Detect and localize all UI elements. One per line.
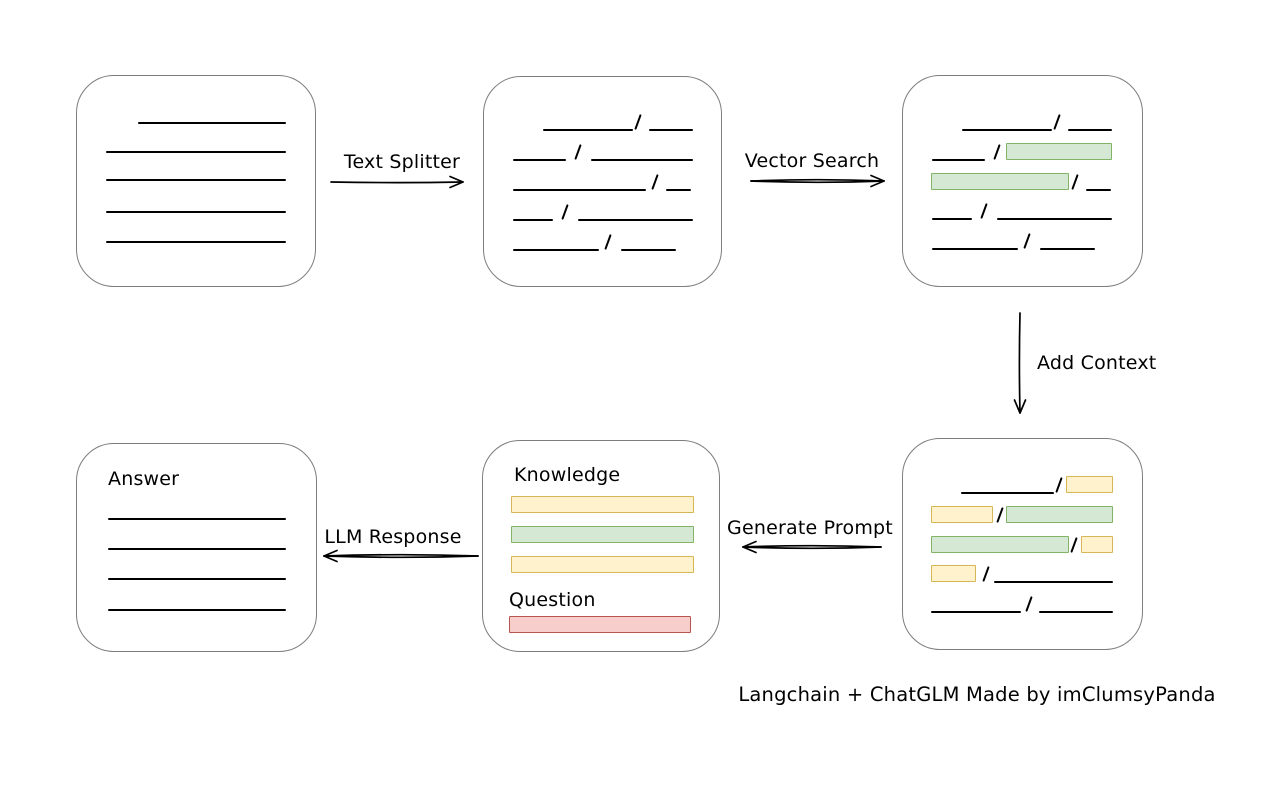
text-line [994,581,1113,583]
slash-separator [1071,174,1079,190]
node-answer: Answer [76,443,317,652]
text-line [961,492,1054,494]
slash-separator [980,203,988,219]
yellow-highlight-chip [511,496,694,513]
text-line [1039,611,1113,613]
arrow-label-llm-response: LLM Response [324,526,462,548]
arrowhead-llm-response [323,549,338,563]
node-context-chunks [902,438,1143,650]
text-line [513,189,646,191]
green-highlight-chip [511,526,694,543]
text-line [666,189,691,191]
text-line [106,151,286,153]
text-line [108,578,286,580]
slash-separator [1025,596,1033,612]
arrow-vector-search [750,174,885,188]
text-line [932,218,972,220]
answer-label: Answer [108,468,180,490]
slash-separator [1023,233,1031,249]
green-highlight-chip [931,536,1069,553]
text-line [138,122,286,124]
arrowhead-add-context [1013,399,1027,414]
slash-separator [1070,537,1078,553]
text-line [1086,189,1111,191]
text-line [106,179,286,181]
knowledge-label: Knowledge [514,464,621,486]
text-line [513,249,599,251]
text-line [591,159,693,161]
slash-separator [561,204,569,220]
text-line [997,218,1112,220]
caption: Langchain + ChatGLM Made by imClumsyPand… [738,683,1216,706]
slash-separator [993,144,1001,160]
text-line [931,611,1021,613]
arrowhead-generate-prompt [742,540,757,554]
arrow-text-splitter [330,175,464,189]
yellow-highlight-chip [931,506,993,523]
text-line [932,248,1018,250]
slash-separator [996,507,1004,523]
arrow-add-context [1013,312,1027,414]
slash-separator [1055,477,1063,493]
green-highlight-chip [931,173,1069,190]
yellow-highlight-chip [931,565,976,582]
green-highlight-chip [1006,506,1113,523]
text-line [513,219,553,221]
arrow-label-vector-search: Vector Search [744,150,880,172]
arrowhead-text-splitter [449,175,464,189]
slash-separator [634,114,642,130]
arrow-generate-prompt [742,540,882,554]
text-line [578,219,693,221]
slash-separator [574,144,582,160]
slash-separator [982,566,990,582]
arrowhead-vector-search [870,174,885,188]
node-split-chunks [483,76,722,287]
slash-separator [651,174,659,190]
node-vector-matches [902,75,1143,287]
arrow-label-add-context: Add Context [1037,352,1157,374]
node-source-document [76,75,316,287]
text-line [108,548,286,550]
red-highlight-chip [509,616,691,633]
arrow-label-generate-prompt: Generate Prompt [727,517,893,539]
text-line [513,159,566,161]
yellow-highlight-chip [511,556,694,573]
text-line [108,518,286,520]
text-line [543,129,633,131]
text-line [106,241,286,243]
arrow-llm-response [323,549,479,563]
text-line [1068,129,1112,131]
text-line [932,159,985,161]
question-label: Question [509,589,596,611]
arrow-label-text-splitter: Text Splitter [343,151,461,173]
yellow-highlight-chip [1066,476,1113,493]
text-line [106,211,286,213]
text-line [621,249,676,251]
yellow-highlight-chip [1081,536,1113,553]
slash-separator [604,234,612,250]
text-line [649,129,693,131]
text-line [1040,248,1095,250]
green-highlight-chip [1006,143,1112,160]
slash-separator [1053,114,1061,130]
text-line [108,609,286,611]
text-line [962,129,1052,131]
